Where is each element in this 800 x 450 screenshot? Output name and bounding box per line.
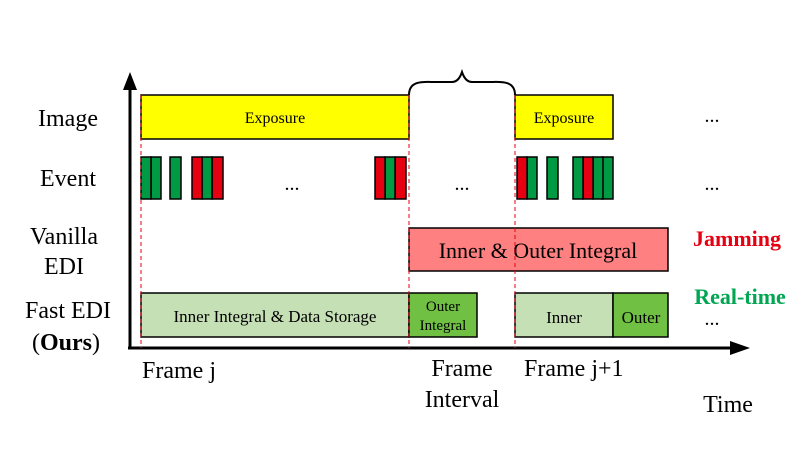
event-bar-green-8	[384, 156, 396, 200]
frame-boundary-lines	[140, 95, 516, 348]
y-axis-arrowhead	[123, 72, 137, 90]
exposure-block-2	[514, 94, 614, 140]
frame-interval-brace	[408, 68, 516, 96]
frame-interval-label-line2: Interval	[425, 387, 500, 413]
image-row: Exposure Exposure ...	[140, 68, 720, 140]
event-bar-red-14	[582, 156, 594, 200]
row-label-fast-ours: Ours	[40, 330, 92, 356]
row-label-fast-open: (	[32, 330, 40, 356]
event-bar-green-3	[169, 156, 182, 200]
event-bar-red-9	[394, 156, 407, 200]
event-bar-green-11	[526, 156, 538, 200]
axis-labels: Frame j Frame Interval Frame j+1 Time	[142, 356, 753, 418]
frame-interval-label-line1: Frame	[431, 356, 492, 382]
event-bar-red-4	[191, 156, 203, 200]
event-bar-green-15	[592, 156, 604, 200]
inner-integral-storage-label: Inner Integral & Data Storage	[174, 307, 377, 326]
event-bar-red-6	[211, 156, 224, 200]
outer-integral-label-line2: Integral	[420, 318, 467, 334]
jamming-label: Jamming	[693, 226, 781, 251]
event-bar-red-10	[516, 156, 528, 200]
event-ellipsis-1: ...	[285, 173, 300, 195]
fast-edi-row: Inner Integral & Data Storage Outer Inte…	[140, 284, 786, 338]
row-label-fast-line1: Fast EDI	[25, 298, 111, 324]
image-row-ellipsis: ...	[705, 105, 720, 127]
event-bar-red-7	[374, 156, 386, 200]
event-bar-green-1	[140, 156, 152, 200]
row-label-event: Event	[40, 166, 96, 192]
outer-integral-label-line1: Outer	[426, 299, 460, 315]
vanilla-edi-row: Inner & Outer Integral Jamming	[408, 226, 781, 272]
event-bar-green-2	[150, 156, 162, 200]
outer-label: Outer	[622, 308, 661, 327]
event-bar-green-5	[201, 156, 213, 200]
realtime-label: Real-time	[694, 284, 786, 309]
inner-label: Inner	[546, 308, 582, 327]
frame-j-label: Frame j	[142, 358, 216, 384]
event-bar-green-13	[572, 156, 584, 200]
event-row: ... ... ...	[140, 156, 720, 200]
time-axis-label: Time	[703, 392, 753, 418]
axes	[123, 72, 750, 355]
x-axis-arrowhead	[730, 341, 750, 355]
outer-block	[612, 292, 669, 338]
exposure-label-1: Exposure	[245, 110, 305, 127]
row-label-fast-line2: (Ours)	[32, 330, 100, 356]
fast-row-ellipsis: ...	[705, 308, 720, 330]
exposure-block-1	[140, 94, 410, 140]
frame-j1-label: Frame j+1	[524, 356, 624, 382]
event-bar-green-12	[546, 156, 559, 200]
inner-outer-integral-label: Inner & Outer Integral	[439, 238, 638, 263]
exposure-label-2: Exposure	[534, 110, 594, 127]
row-labels: Image Event Vanilla EDI Fast EDI (Ours)	[25, 106, 111, 356]
row-label-fast-close: )	[92, 330, 100, 356]
row-label-image: Image	[38, 106, 98, 132]
event-ellipsis-2: ...	[455, 173, 470, 195]
event-ellipsis-3: ...	[705, 173, 720, 195]
row-label-vanilla-line1: Vanilla	[30, 224, 98, 250]
row-label-vanilla-line2: EDI	[44, 254, 84, 280]
